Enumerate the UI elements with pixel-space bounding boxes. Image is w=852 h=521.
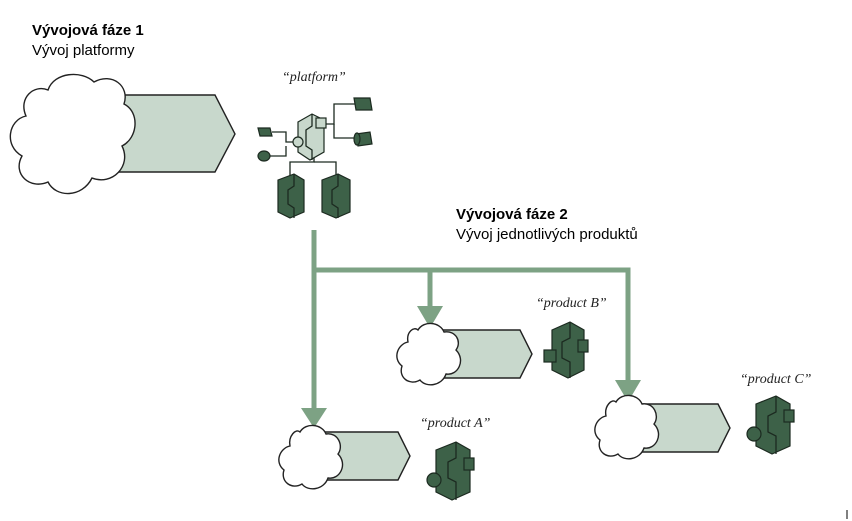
phase1-subtitle: Vývoj platformy [32,42,135,59]
product-a-cloud-chevron [278,424,411,490]
arrow-to-product-c [615,380,641,402]
phase2-subtitle: Vývoj jednotlivých produktů [456,226,638,243]
phase2-title: Vývojová fáze 2 [456,206,568,223]
product-c-module-icon [746,395,795,455]
arrow-to-product-a [301,408,327,428]
product-b-label: “product B” [536,296,607,311]
flow-connectors [301,230,641,428]
product-c-cloud-chevron [594,394,731,460]
platform-label: “platform” [282,70,346,85]
product-c-label: “product C” [740,372,812,387]
platform-module-icon [257,97,373,219]
product-a-label: “product A” [420,416,491,431]
platform-cloud-chevron [9,73,236,195]
product-b-cloud-chevron [396,322,533,386]
product-a-module-icon [426,441,475,501]
arrow-to-product-b [417,306,443,328]
product-b-module-icon [543,321,589,379]
phase1-title: Vývojová fáze 1 [32,22,144,39]
